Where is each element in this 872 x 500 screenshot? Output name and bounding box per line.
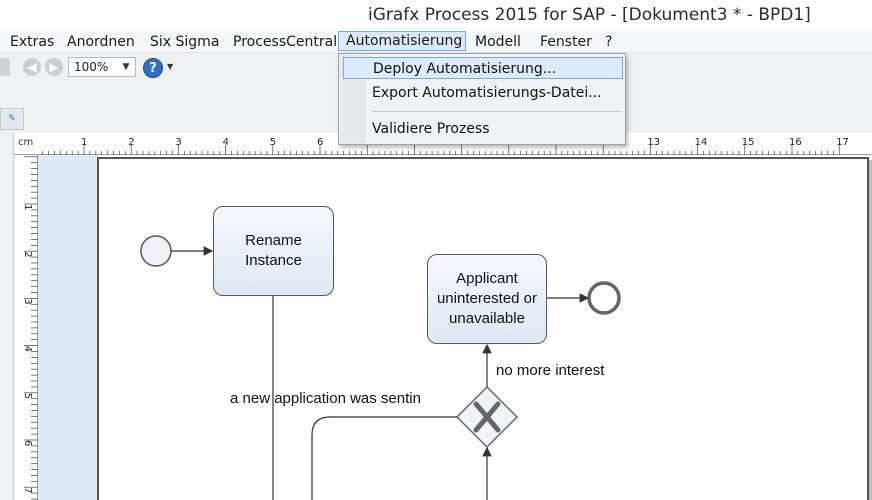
flow-label-no-interest[interactable]: no more interest xyxy=(496,362,605,379)
sequence-flow[interactable] xyxy=(311,416,457,500)
ruler-label: 1 xyxy=(22,204,33,210)
menu-bar: Extras Anordnen Six Sigma ProcessCentral… xyxy=(0,31,872,53)
toolbar-grip-icon[interactable] xyxy=(0,58,10,76)
task-rename-instance[interactable]: Rename Instance xyxy=(213,206,334,296)
automatisierung-dropdown: Deploy Automatisierung... Export Automat… xyxy=(338,53,626,145)
start-event[interactable] xyxy=(140,235,172,267)
flow-label-new-application[interactable]: a new application was sentin xyxy=(230,390,421,407)
zoom-select[interactable]: 100% xyxy=(68,57,136,77)
ruler-label: 3 xyxy=(175,137,181,148)
task-applicant-uninterested[interactable]: Applicant uninterested or unavailable xyxy=(427,254,547,344)
menuitem-export[interactable]: Export Automatisierungs-Datei... xyxy=(372,85,602,101)
forward-icon[interactable]: ▶ xyxy=(45,58,63,76)
ruler-label: 17 xyxy=(836,137,849,148)
menuitem-validate[interactable]: Validiere Prozess xyxy=(372,121,490,137)
back-icon[interactable]: ◀ xyxy=(23,58,41,76)
task-label-line: unavailable xyxy=(449,310,525,327)
ruler-label: 6 xyxy=(317,137,323,148)
ruler-label: 4 xyxy=(22,346,33,352)
ruler-left: 1 2 3 4 5 6 7 xyxy=(14,155,38,500)
title-bar: iGrafx Process 2015 for SAP - [Dokument3… xyxy=(0,0,872,31)
ruler-unit: cm xyxy=(14,133,38,155)
toolbar-overflow-icon[interactable]: ▼ xyxy=(167,62,174,71)
menu-six-sigma[interactable]: Six Sigma xyxy=(150,34,220,50)
ruler-label: 4 xyxy=(223,137,229,148)
menu-help[interactable]: ? xyxy=(605,34,613,50)
ruler-label: 1 xyxy=(81,137,87,148)
left-panel-strip xyxy=(0,133,14,500)
page-shadow xyxy=(869,160,872,500)
gateway-x-icon xyxy=(473,401,501,433)
menu-automatisierung[interactable]: Automatisierung xyxy=(338,31,466,51)
end-event[interactable] xyxy=(587,281,621,315)
ruler-label: 15 xyxy=(742,137,755,148)
help-icon[interactable]: ? xyxy=(143,58,163,78)
menu-anordnen[interactable]: Anordnen xyxy=(67,34,135,50)
ruler-label: 6 xyxy=(22,440,33,446)
text-tool-icon[interactable]: ✎ xyxy=(0,108,24,130)
ruler-label: 13 xyxy=(647,137,660,148)
ruler-label: 14 xyxy=(695,137,708,148)
page-margin xyxy=(38,155,98,500)
menu-processcentral[interactable]: ProcessCentral xyxy=(233,34,338,50)
ruler-label: 7 xyxy=(22,487,33,493)
task-label: Rename Instance xyxy=(245,232,302,269)
ruler-label: 16 xyxy=(789,137,802,148)
task-label-line: Applicant xyxy=(456,270,518,287)
ruler-label: 5 xyxy=(22,393,33,399)
menu-fenster[interactable]: Fenster xyxy=(540,34,592,50)
ruler-label: 2 xyxy=(22,251,33,257)
chevron-down-icon[interactable]: ▼ xyxy=(122,62,130,72)
ruler-label: 2 xyxy=(128,137,134,148)
task-label-line: uninterested or xyxy=(436,290,538,307)
window-title: iGrafx Process 2015 for SAP - [Dokument3… xyxy=(368,5,811,25)
ruler-label: 5 xyxy=(270,137,276,148)
ruler-label: 3 xyxy=(22,298,33,304)
menuitem-deploy[interactable]: Deploy Automatisierung... xyxy=(343,57,623,79)
dropdown-separator xyxy=(372,111,622,112)
menu-extras[interactable]: Extras xyxy=(10,34,55,50)
menu-modell[interactable]: Modell xyxy=(475,34,521,50)
